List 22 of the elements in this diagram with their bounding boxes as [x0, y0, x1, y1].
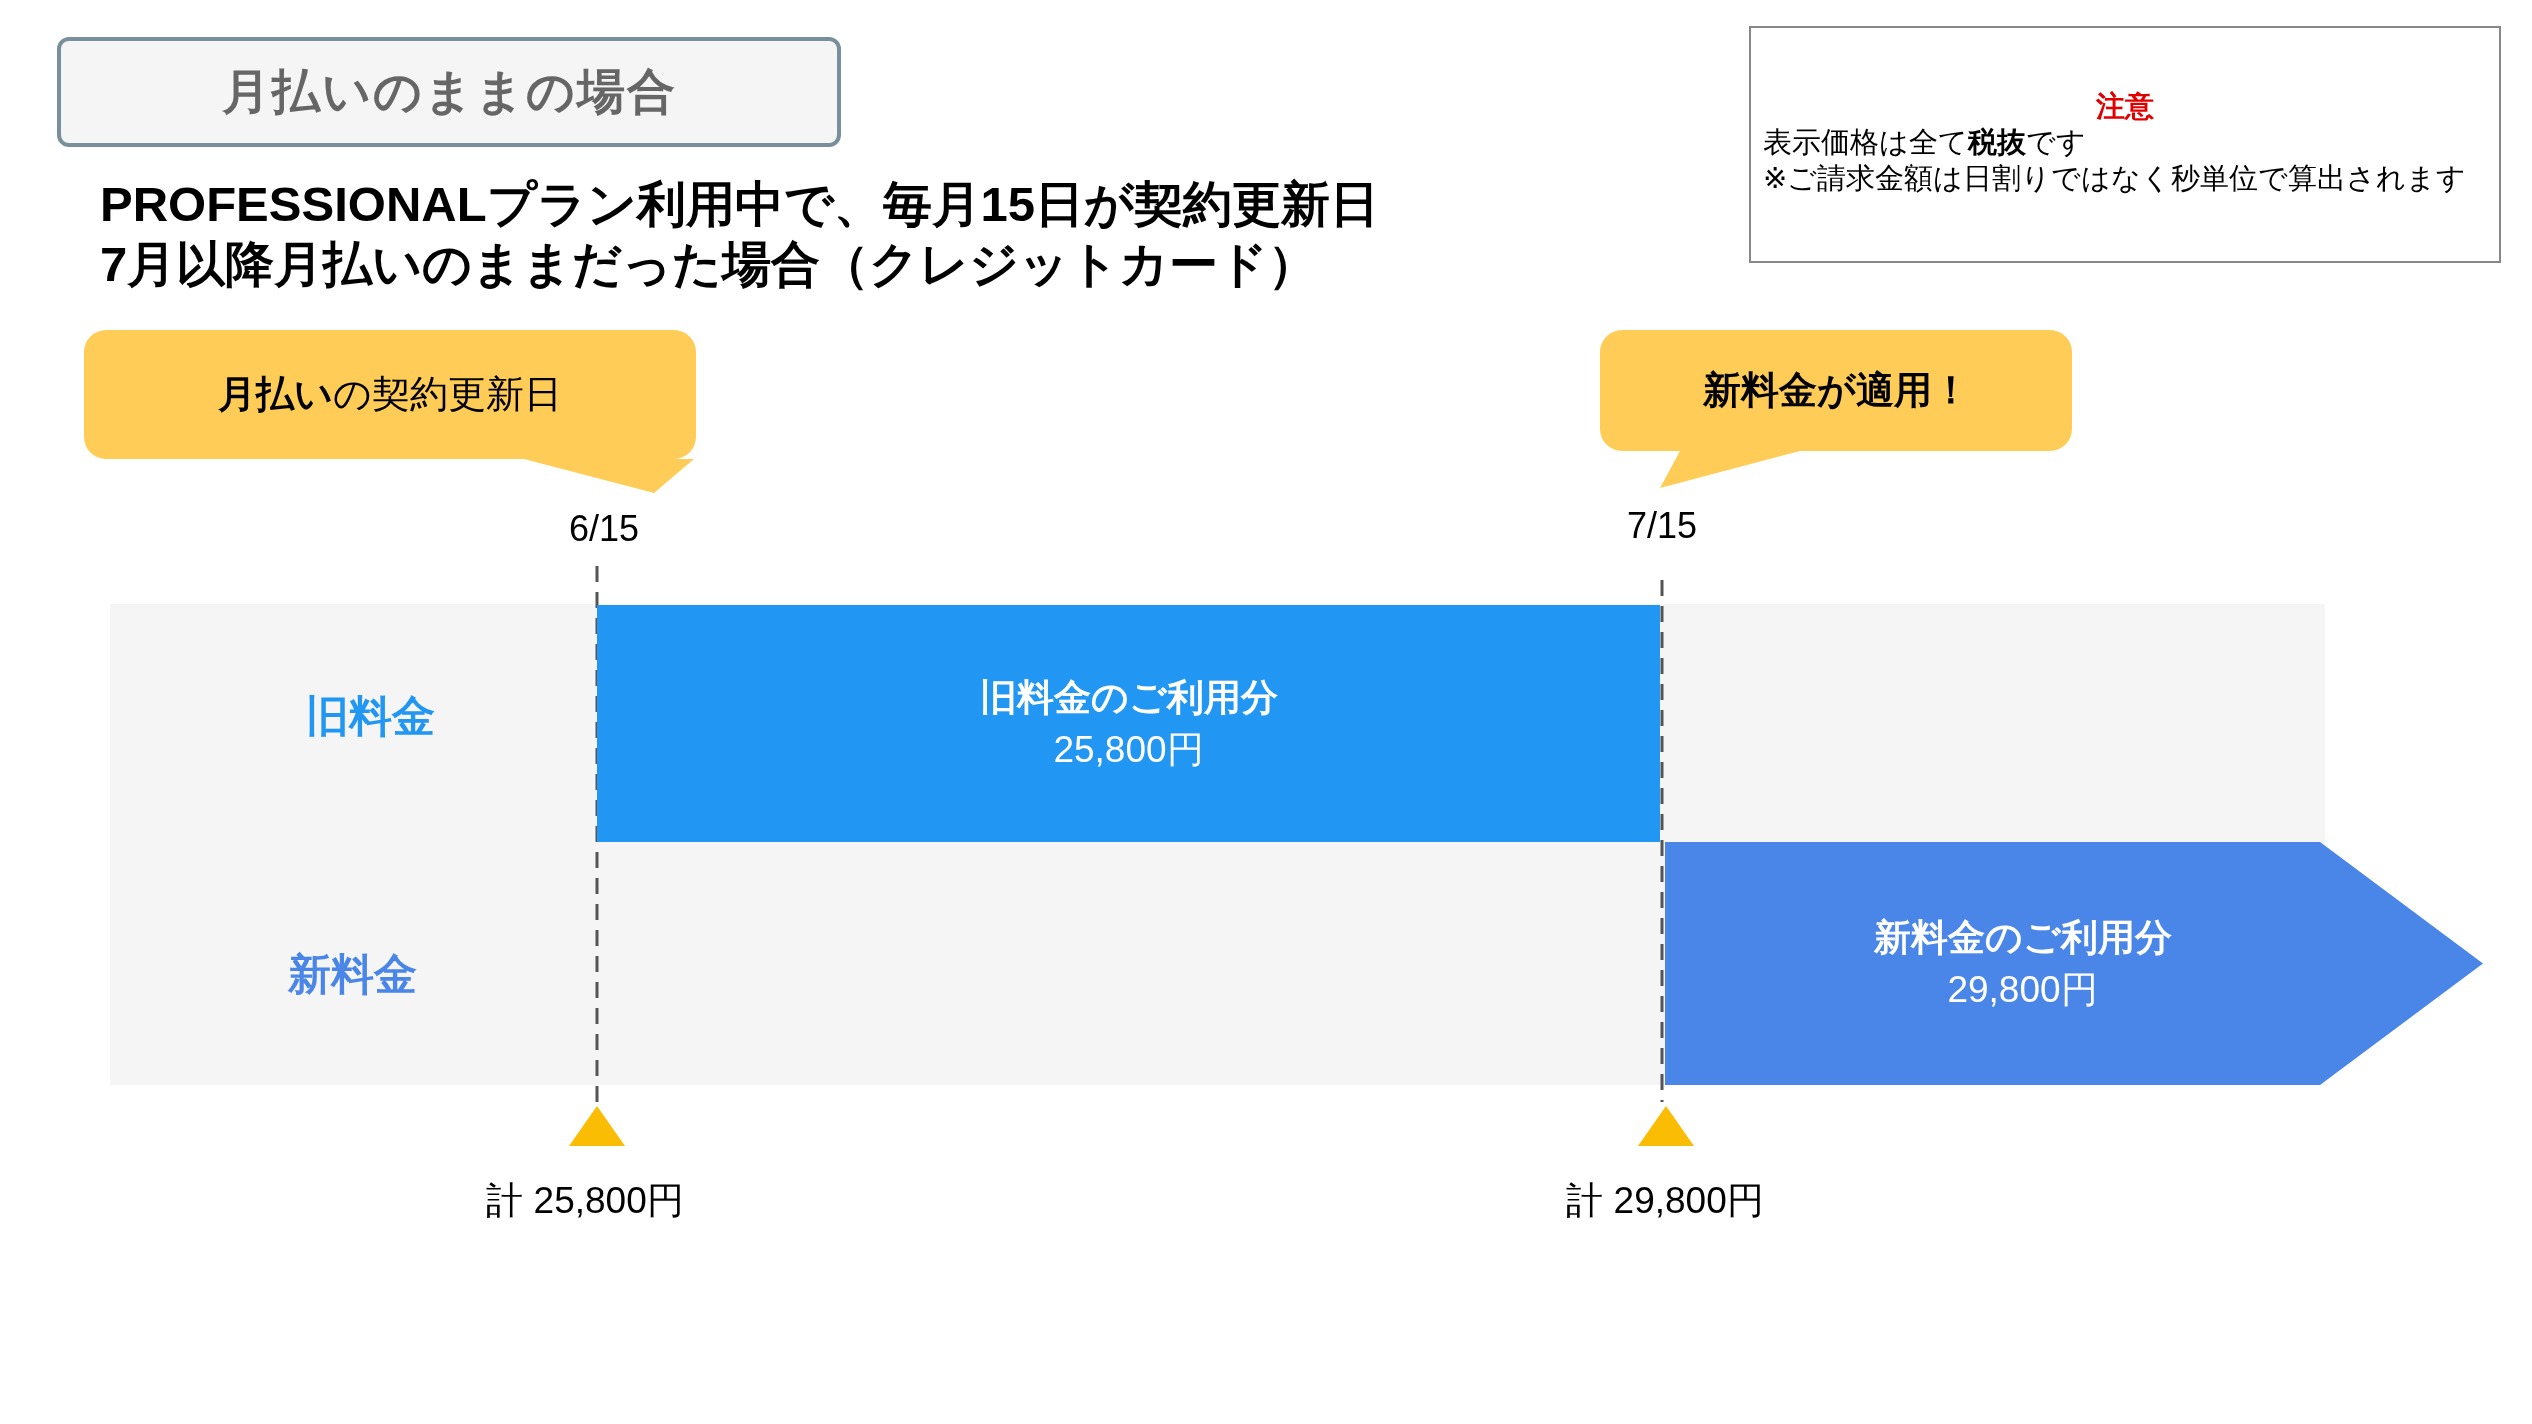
row-label: 新料金: [287, 949, 417, 1000]
date-label: 7/15: [1626, 505, 1698, 547]
total-label: 計 29,800円: [1566, 1179, 1764, 1223]
title-box: [57, 37, 841, 147]
usage-arrow: [1665, 842, 2483, 1085]
date-label: 6/15: [568, 508, 640, 550]
bar-amount: 29,800円: [1947, 967, 2098, 1012]
note-text: ※ご請求金額は日割りではなく秒単位で算出されます: [1763, 161, 2468, 196]
callout-text: 新料金が適用！: [1702, 368, 1970, 413]
bar-amount: 25,800円: [1053, 727, 1204, 772]
total-label: 計 25,800円: [486, 1179, 684, 1223]
bar-label: 新料金のご利用分: [1873, 915, 2172, 960]
heading-text: 7月以降月払いのままだった場合（クレジットカード）: [100, 236, 1318, 293]
usage-bar: [597, 605, 1660, 842]
heading-text: PROFESSIONALプラン利用中で、毎月15日が契約更新日: [100, 176, 1380, 233]
bar-label: 旧料金のご利用分: [979, 675, 1278, 720]
callout-text: 月払いの契約更新日: [218, 372, 562, 417]
row-label: 旧料金: [305, 691, 435, 742]
title-text: 月払いのままの場合: [221, 64, 677, 120]
note-text: 表示価格は全て税抜です: [1763, 125, 2087, 160]
note-box: [1749, 26, 2501, 263]
note-heading: 注意: [2095, 89, 2155, 124]
